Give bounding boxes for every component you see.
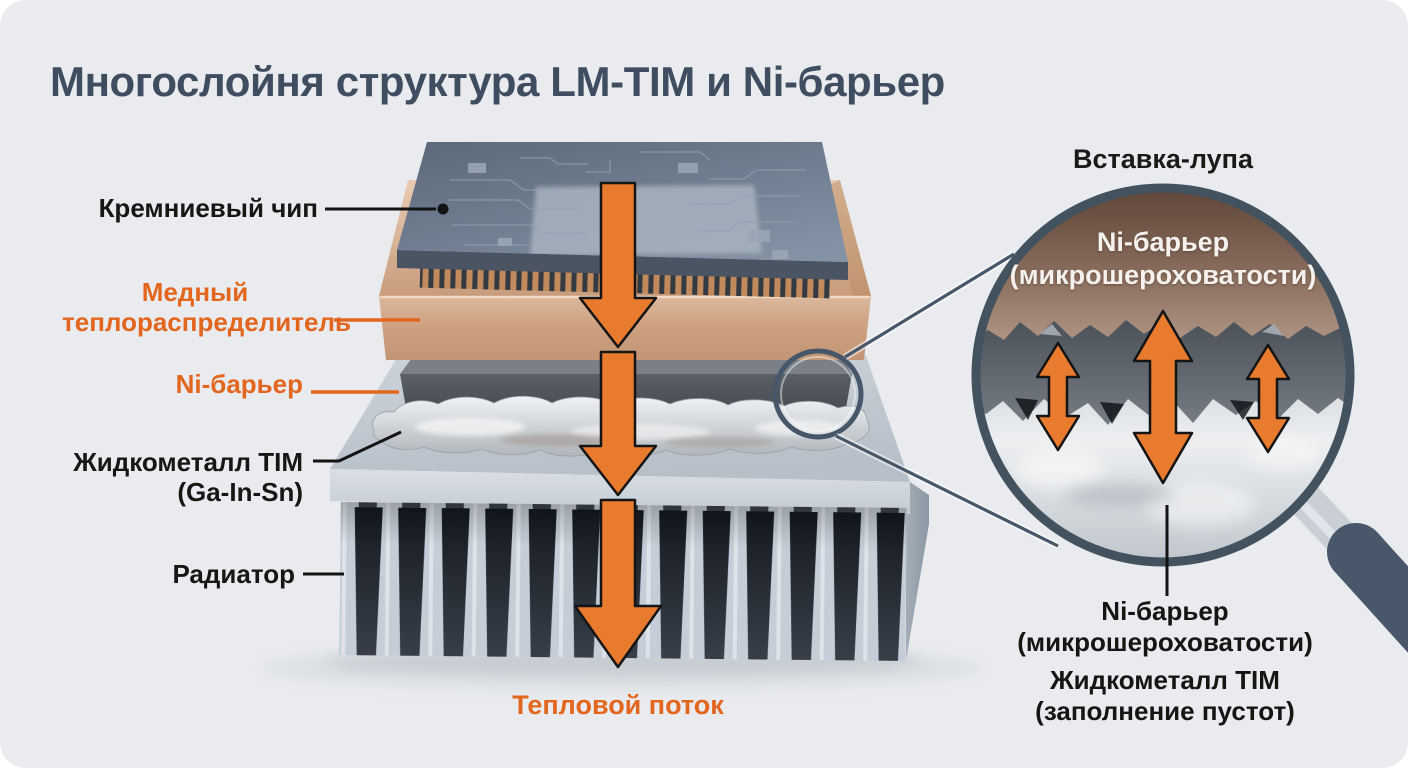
label-heat-flow: Тепловой поток — [512, 690, 724, 720]
label-radiator: Радиатор — [172, 559, 295, 589]
lens-label: Ni-барьер (микрошероховатости) — [1009, 227, 1317, 290]
magnifier-ring — [971, 183, 1355, 567]
chip-circuit-traces — [448, 151, 806, 259]
label-silicon-chip: Кремниевый чип — [98, 193, 318, 223]
label-copper-spreader: Медный теплораспределитель — [62, 277, 351, 338]
roughness-arrows — [1035, 309, 1291, 485]
label-liquid-metal: Жидкометалл TIM (Ga-In-Sn) — [73, 447, 303, 508]
caption-liquid-metal: Жидкометалл TIM (заполнение пустот) — [1035, 665, 1295, 727]
leader-lines — [303, 203, 449, 576]
heat-flow-arrows — [573, 181, 663, 669]
caption-ni-barrier: Ni-барьер (микрошероховатости) — [1017, 596, 1313, 658]
callout-circle — [772, 251, 1060, 550]
page-title: Многослойня структура LM-TIM и Ni-барьер — [50, 58, 945, 106]
label-ni-barrier: Ni-барьер — [175, 369, 303, 399]
inset-title: Вставка-лупа — [1072, 144, 1253, 174]
